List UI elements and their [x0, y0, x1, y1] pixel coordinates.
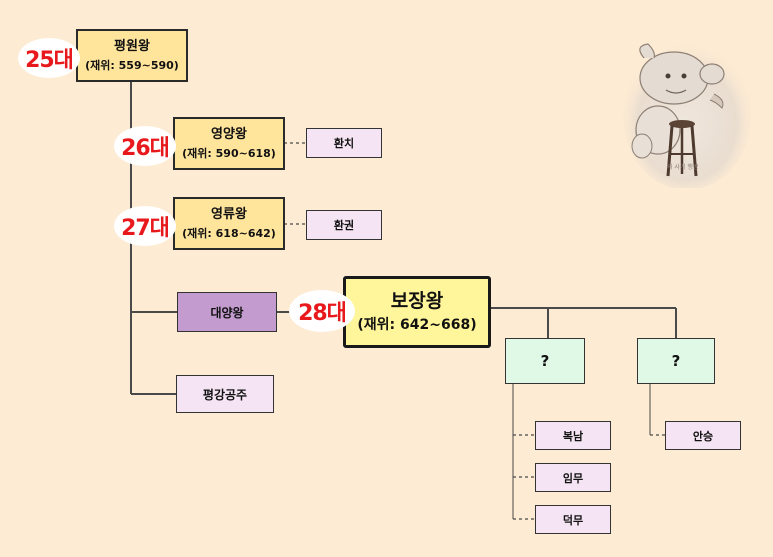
king-yeongryu-name: 영류왕	[211, 206, 247, 222]
king-bojang-name: 보장왕	[390, 290, 444, 312]
relative-hwangwon-box: 환권	[306, 210, 382, 240]
princess-pyeonggang-box: 평강공주	[176, 375, 274, 413]
king-bojang-box: 보장왕 (재위: 642~668)	[343, 276, 491, 348]
unknown-child-left-box: ?	[505, 338, 585, 384]
grandchild-immu-box: 임무	[535, 463, 611, 492]
unknown-child-right-box: ?	[637, 338, 715, 384]
king-bojang-reign: (재위: 642~668)	[357, 317, 477, 333]
generation-label-28: 28대	[289, 290, 355, 332]
grandchild-boknam-box: 복남	[535, 421, 611, 450]
king-pyeongwon-box: 평원왕 (재위: 559~590)	[76, 29, 188, 82]
king-yeongryu-box: 영류왕 (재위: 618~642)	[173, 197, 285, 250]
king-pyeongwon-name: 평원왕	[114, 38, 150, 54]
grandchild-anseung-box: 안승	[665, 421, 741, 450]
watermark-text: 의 사기 행방	[667, 164, 699, 171]
generation-label-26: 26대	[114, 126, 176, 166]
relative-hwanchi-box: 환치	[306, 128, 382, 158]
king-yeongyang-name: 영양왕	[211, 126, 247, 142]
king-yeongryu-reign: (재위: 618~642)	[182, 226, 276, 240]
mascot-illustration	[623, 42, 751, 188]
daeyang-box: 대양왕	[177, 292, 277, 332]
king-yeongyang-box: 영양왕 (재위: 590~618)	[173, 117, 285, 170]
generation-label-25: 25대	[18, 38, 80, 78]
grandchild-deokmu-box: 덕무	[535, 505, 611, 534]
king-pyeongwon-reign: (재위: 559~590)	[85, 58, 179, 72]
generation-label-27: 27대	[114, 206, 176, 246]
king-yeongyang-reign: (재위: 590~618)	[182, 146, 276, 160]
